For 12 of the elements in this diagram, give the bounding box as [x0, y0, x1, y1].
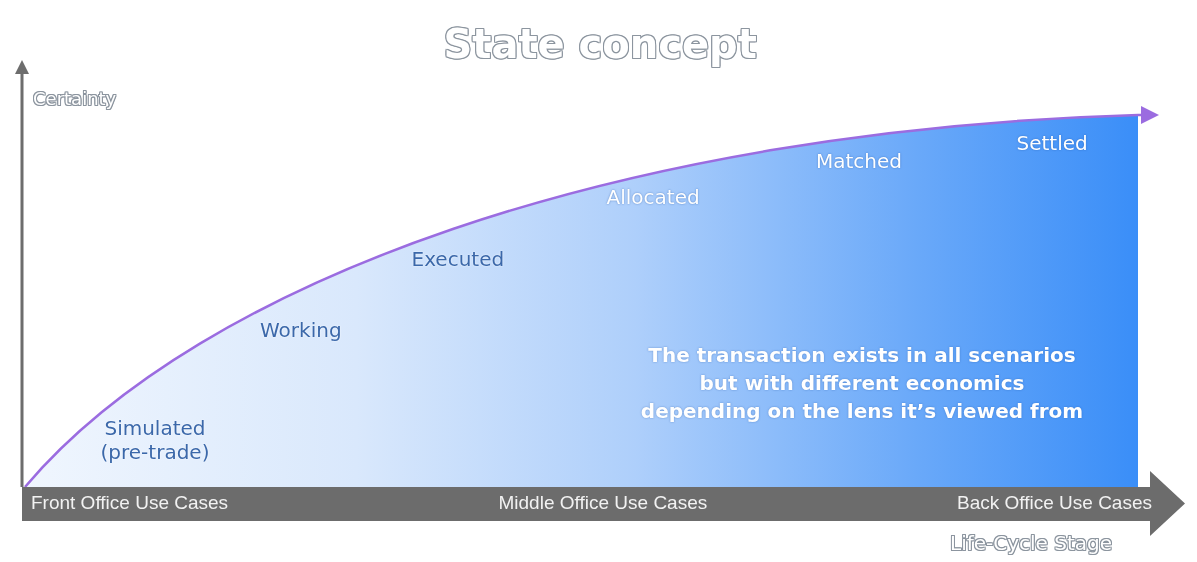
state-label: Allocated — [606, 185, 700, 209]
use-case-label: Middle Office Use Cases — [498, 491, 708, 515]
state-label: Matched — [816, 149, 903, 173]
state-label: Working — [260, 318, 342, 342]
axis-label: Life-Cycle Stage — [950, 531, 1113, 555]
title: State concept — [443, 20, 757, 68]
state-label: Settled — [1016, 131, 1088, 155]
state-label: Simulated (pre-trade) — [99, 416, 211, 464]
use-case-label: Back Office Use Cases — [957, 491, 1152, 515]
state-label: Executed — [411, 247, 505, 271]
note-text: The transaction exists in all scenarios but with different economics depending on the lens it’s viewed from — [640, 342, 1084, 425]
use-case-label: Front Office Use Cases — [31, 491, 229, 515]
